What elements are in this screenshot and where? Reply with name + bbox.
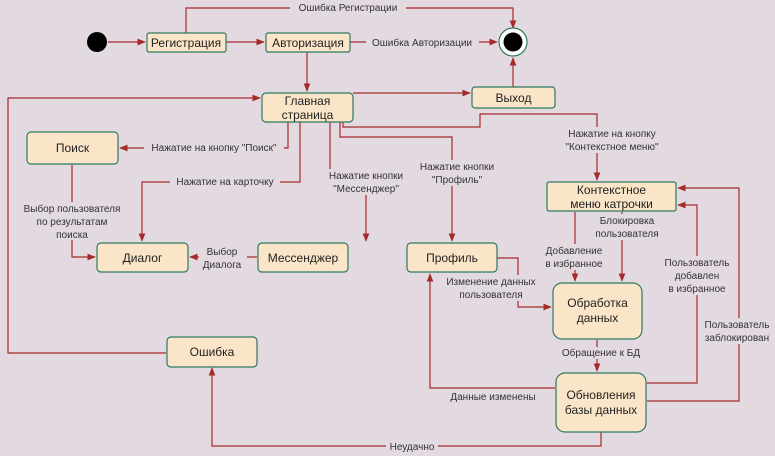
label-user-selection-2: по результатам <box>37 217 108 228</box>
label-user-added-1: Пользователь <box>665 258 730 269</box>
state-error-label: Ошибка <box>190 345 235 359</box>
label-data-changed: Данные изменены <box>450 392 535 403</box>
label-user-blocked-1: Пользователь <box>705 320 770 331</box>
state-db-update-label-1: Обновления <box>566 388 635 402</box>
state-db-update-label-2: базы данных <box>565 403 637 417</box>
label-block-user-2: пользователя <box>595 229 658 240</box>
label-add-favorites-1: Добавление <box>546 245 603 257</box>
edge-main-context <box>342 113 601 181</box>
label-change-data-2: пользователя <box>459 290 522 301</box>
label-user-added-2: добавлен <box>675 270 719 282</box>
state-main-page-label-2: страница <box>282 108 334 122</box>
state-context-menu-label-1: Контекстное <box>577 183 647 197</box>
label-registration-error: Ошибка Регистрации <box>299 2 398 14</box>
label-dialog-selection-2: Диалога <box>203 260 242 271</box>
label-profile-button-2: "Профиль" <box>432 174 483 186</box>
edge-main-profile <box>339 122 456 242</box>
label-context-button-1: Нажатие на кнопку <box>568 129 656 140</box>
edge-db-error <box>208 367 602 447</box>
edge-db-context-block <box>647 184 740 402</box>
state-messenger: Мессенджер <box>257 242 349 273</box>
label-failed: Неудачно <box>390 442 435 453</box>
state-search: Поиск <box>26 131 119 165</box>
label-context-button-2: "Контекстное меню" <box>566 142 659 153</box>
state-registration: Регистрация <box>146 32 227 53</box>
label-add-favorites-2: в избранное <box>545 258 603 270</box>
state-search-label: Поиск <box>56 141 90 155</box>
label-search-button: Нажатие на кнопку "Поиск" <box>151 143 277 154</box>
label-user-added-3: в избранное <box>668 283 726 295</box>
edge-error-main <box>7 94 261 354</box>
edge-labels: Ошибка Регистрации Ошибка Авторизации На… <box>17 1 775 453</box>
state-context-menu: Контекстное меню катрочки <box>546 181 677 212</box>
initial-state <box>87 32 107 52</box>
state-context-menu-label-2: меню катрочки <box>570 197 653 211</box>
state-exit-label: Выход <box>496 91 532 105</box>
state-main-page-label-1: Главная <box>285 94 331 108</box>
final-state <box>498 27 528 57</box>
label-user-selection-1: Выбор пользователя <box>24 203 121 215</box>
state-data-processing-label-2: данных <box>577 311 619 325</box>
state-db-update: Обновления базы данных <box>555 372 647 433</box>
label-messenger-button-2: "Мессенджер" <box>333 184 399 195</box>
state-profile-label: Профиль <box>426 251 478 265</box>
state-authorization: Авторизация <box>265 32 351 53</box>
label-user-selection-3: поиска <box>56 230 88 241</box>
label-user-blocked-2: заблокирован <box>705 332 769 344</box>
state-dialog: Диалог <box>96 242 189 273</box>
label-messenger-button-1: Нажатие кнопки <box>329 171 403 182</box>
state-profile: Профиль <box>406 242 498 273</box>
label-authorization-error: Ошибка Авторизации <box>372 37 472 49</box>
state-main-page: Главная страница <box>261 92 354 123</box>
state-authorization-label: Авторизация <box>272 36 344 50</box>
label-profile-button-1: Нажатие кнопки <box>420 162 494 173</box>
state-error: Ошибка <box>166 336 258 368</box>
label-card-click: Нажатие на карточку <box>176 177 273 188</box>
edge-db-profile <box>426 273 555 389</box>
state-messenger-label: Мессенджер <box>268 251 339 265</box>
state-data-processing-label-1: Обработка <box>567 296 628 310</box>
label-dialog-selection-1: Выбор <box>207 246 238 258</box>
state-registration-label: Регистрация <box>151 36 221 50</box>
state-dialog-label: Диалог <box>123 251 163 265</box>
label-block-user-1: Блокировка <box>600 216 655 227</box>
edge-search-dialog <box>71 165 96 261</box>
label-change-data-1: Изменение данных <box>446 277 535 288</box>
state-data-processing: Обработка данных <box>552 282 643 340</box>
state-exit: Выход <box>471 86 556 109</box>
label-db-request: Обращение к БД <box>562 347 640 359</box>
edges <box>7 7 740 447</box>
